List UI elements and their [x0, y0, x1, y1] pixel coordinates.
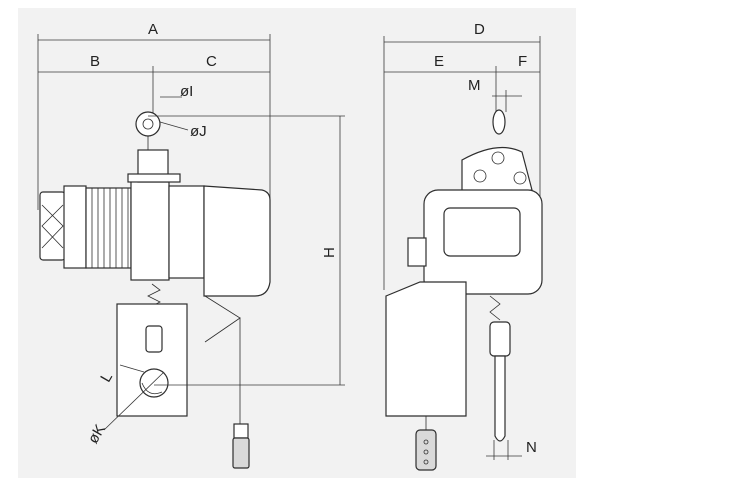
front-chain	[489, 295, 501, 321]
motor-ring	[63, 185, 87, 269]
chain-block	[168, 185, 205, 279]
control-box	[203, 185, 271, 297]
label-c: C	[206, 53, 217, 70]
leader-l	[119, 364, 145, 373]
leader-k	[103, 371, 165, 431]
suspension-frame	[461, 146, 533, 193]
cooling-fins	[85, 187, 132, 269]
motor-endcap	[39, 191, 66, 261]
label-i: øI	[180, 83, 193, 100]
label-j: øJ	[190, 123, 207, 140]
pendant-cable	[204, 295, 241, 424]
endcap-pattern	[41, 204, 64, 249]
label-n: N	[526, 439, 537, 456]
label-f: F	[518, 53, 527, 70]
label-h: H	[321, 247, 338, 258]
front-top-hook	[492, 109, 506, 135]
hook-block	[145, 325, 163, 353]
chain-bucket	[116, 303, 188, 417]
side-bracket	[407, 237, 427, 267]
front-hook-block	[489, 321, 511, 357]
label-a: A	[148, 21, 158, 38]
leader-j	[159, 121, 189, 131]
side-view	[37, 34, 345, 469]
nameplate	[443, 207, 521, 257]
gear-housing	[130, 179, 170, 281]
label-m: M	[468, 77, 481, 94]
label-k: øK	[85, 422, 109, 447]
label-e: E	[434, 53, 444, 70]
label-l: L	[97, 369, 116, 385]
label-b: B	[90, 53, 100, 70]
lower-hook	[139, 368, 169, 398]
label-d: D	[474, 21, 485, 38]
front-chain-bucket	[385, 281, 467, 417]
front-lower-hook	[494, 355, 506, 442]
pendant-plug	[233, 423, 249, 439]
suspension-plate	[127, 173, 181, 183]
front-view	[383, 36, 543, 471]
pendant-control[interactable]	[232, 437, 250, 469]
